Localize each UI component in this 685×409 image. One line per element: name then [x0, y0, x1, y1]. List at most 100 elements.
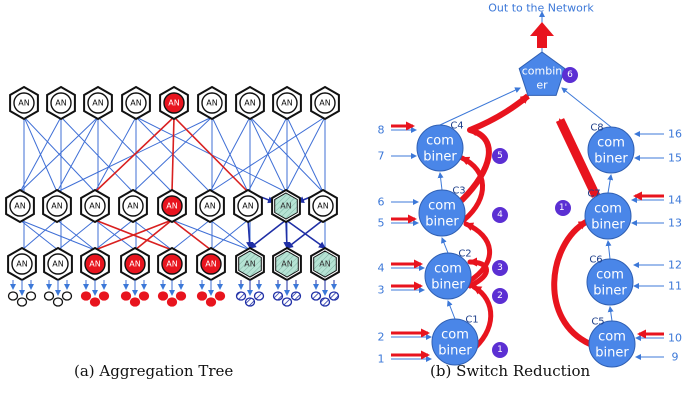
step-badge-label: 2: [497, 291, 503, 301]
an-node-label: AN: [242, 202, 253, 211]
an-node-inner: [275, 250, 299, 278]
host-node: [253, 291, 265, 301]
switch-link: [607, 174, 614, 194]
input-label: 3: [378, 284, 385, 297]
combiner-node-label: biner: [593, 284, 627, 299]
tree-link-mid-bot: [19, 219, 96, 251]
host-node: [138, 291, 150, 301]
tree-red-link: [94, 116, 175, 193]
an-node: AN: [272, 246, 302, 282]
step-badge: 6: [562, 67, 578, 83]
combiner-node-label: com: [597, 136, 625, 151]
an-node: AN: [159, 85, 189, 121]
tree-teal-arrow: [286, 219, 324, 249]
caption-switch-reduction: (b) Switch Reduction: [430, 362, 591, 380]
host-node: [319, 297, 331, 307]
an-node-inner: [13, 92, 35, 114]
an-node-inner: [312, 195, 334, 217]
tree-link-mid-bot: [94, 219, 134, 251]
host-node: [16, 297, 28, 307]
an-node-inner: [274, 192, 298, 220]
reduction-arrow-c4-combiner: [468, 93, 530, 133]
tree-link-top-mid: [209, 116, 251, 193]
combiner-node-tag: C1: [465, 315, 478, 326]
combiner-nodes: combinercombinercombinercombinercombiner…: [416, 51, 636, 368]
host-node: [244, 297, 256, 307]
input-label: 10: [668, 332, 682, 345]
an-node: AN: [272, 85, 302, 121]
an-node: AN: [83, 85, 113, 121]
an-node: AN: [195, 188, 225, 224]
tree-red-link: [94, 219, 173, 251]
step-badge-label: 4: [497, 210, 503, 220]
step-badge-label: 1: [497, 345, 503, 355]
an-node-label: AN: [204, 202, 215, 211]
an-node-label: AN: [16, 260, 27, 269]
output-arrow-shaft: [537, 34, 547, 48]
tree-teal-arrow: [283, 219, 291, 249]
host-node: [120, 291, 132, 301]
host-node: [52, 297, 64, 307]
an-node-label: AN: [244, 99, 255, 108]
an-node-label: AN: [280, 202, 291, 211]
an-node-inner: [46, 195, 68, 217]
tree-teal-arrow: [249, 219, 287, 249]
host-node: [7, 291, 19, 301]
combiner-node-label: biner: [591, 218, 625, 233]
combiner-node-circle: [418, 189, 466, 237]
an-node: AN: [157, 188, 187, 224]
tree-link-top-mid: [94, 116, 137, 193]
host-node: [129, 297, 141, 307]
host-node: [196, 291, 208, 301]
an-node: AN: [235, 85, 265, 121]
combiner-node-circle: [587, 126, 635, 174]
an-node-label: AN: [129, 260, 140, 269]
combiner-node-circle: [586, 258, 634, 306]
an-node-label: AN: [89, 260, 100, 269]
an-node-label: AN: [127, 202, 138, 211]
combiner-node-tag: C3: [452, 186, 465, 197]
an-node-label: AN: [166, 260, 177, 269]
tree-leaves: [7, 280, 340, 307]
an-node: AN: [5, 188, 35, 224]
tree-red-link: [173, 116, 249, 193]
an-node: AN: [42, 188, 72, 224]
reduction-arrow-step5: [459, 127, 492, 203]
combiner-node-label: com: [434, 262, 462, 277]
switch-link: [439, 87, 521, 126]
an-node-inner: [163, 92, 185, 114]
switch-link: [561, 87, 612, 128]
an-node: AN: [7, 246, 37, 282]
an-node-inner: [200, 253, 222, 275]
combiner-node-circle: [424, 252, 472, 300]
an-node-label: AN: [319, 260, 330, 269]
combiner-node-label: com: [426, 134, 454, 149]
combiner-node-tag: C8: [590, 123, 603, 134]
tree-link-top-mid: [19, 116, 62, 193]
an-node-inner: [313, 250, 337, 278]
combiner-node-circle: [588, 320, 636, 368]
host-node: [328, 291, 340, 301]
an-node-inner: [84, 195, 106, 217]
switch-link: [441, 237, 449, 254]
an-node-inner: [122, 195, 144, 217]
an-node-inner: [11, 253, 33, 275]
an-node-label: AN: [281, 99, 292, 108]
combiner-node-label: biner: [438, 344, 472, 359]
step-badge-circle: [492, 207, 508, 223]
switch-link: [607, 306, 614, 322]
an-node-inner: [314, 92, 336, 114]
reduction-arrow-step3: [463, 221, 492, 285]
combiner-node-circle: [584, 192, 632, 240]
an-node-label: AN: [92, 99, 103, 108]
host-node: [43, 291, 55, 301]
tree-link-top-mid: [60, 116, 134, 193]
an-node-inner: [237, 195, 259, 217]
